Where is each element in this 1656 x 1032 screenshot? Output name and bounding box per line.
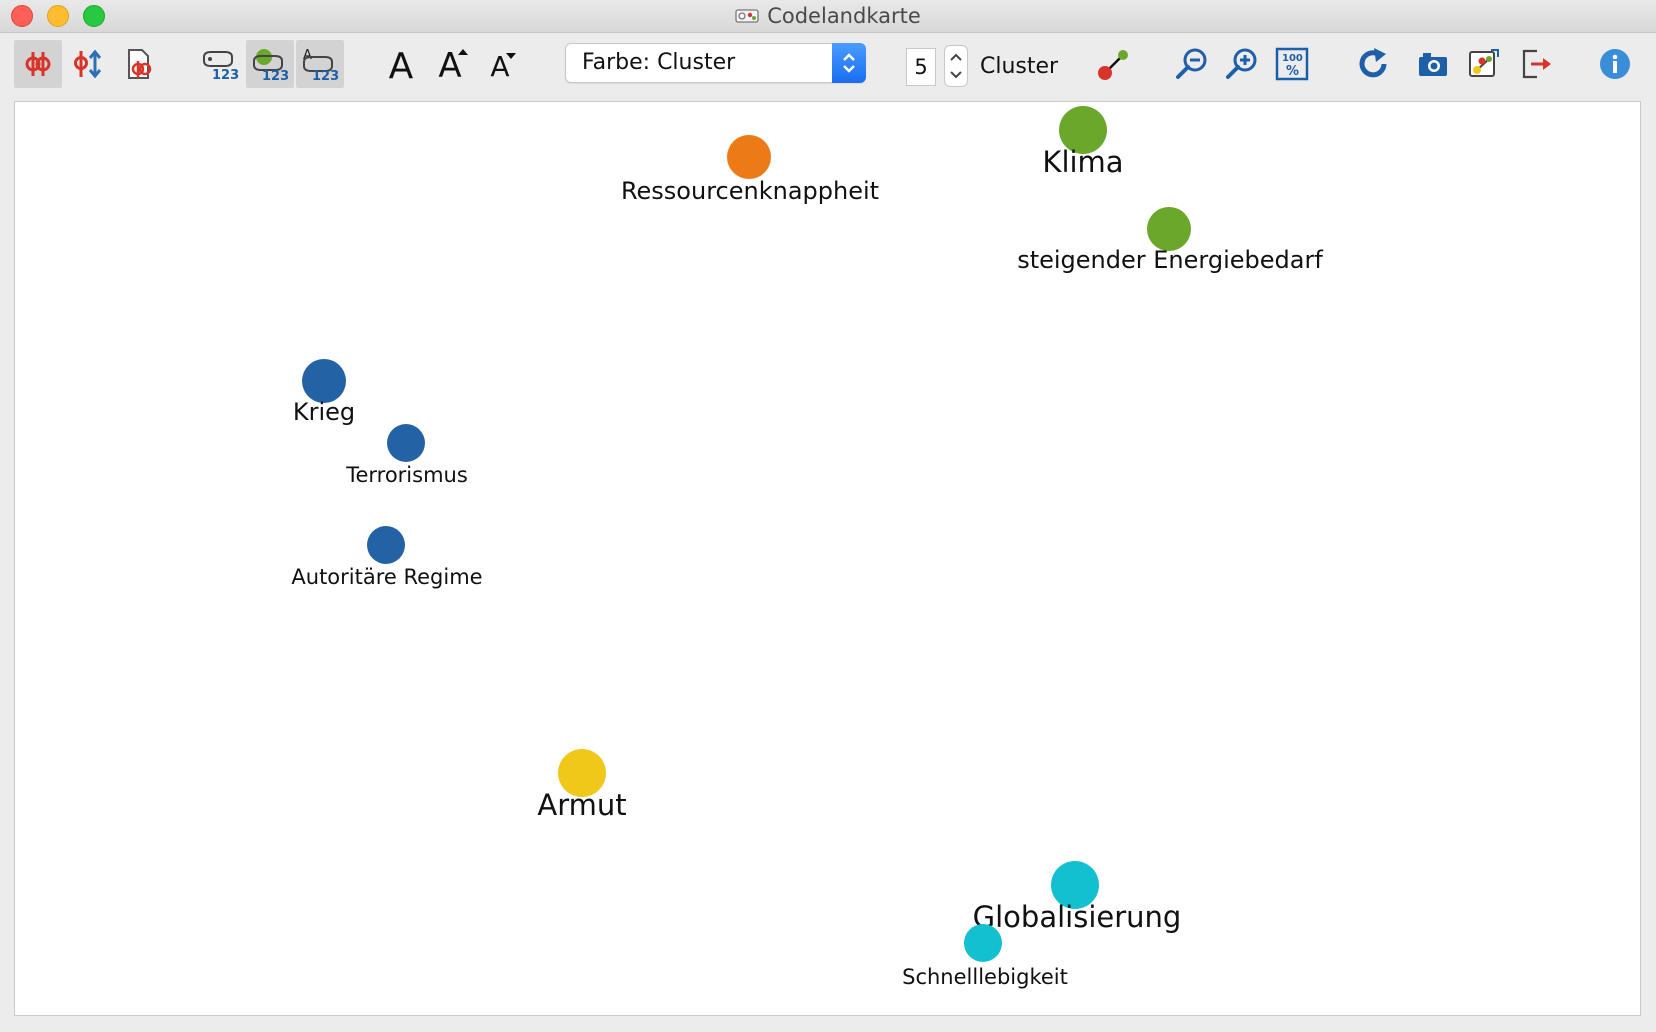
- code-node-marker[interactable]: [1051, 861, 1099, 909]
- code-node-marker[interactable]: [1059, 106, 1107, 154]
- close-window-button[interactable]: [11, 5, 33, 27]
- code-frequency-button[interactable]: 123: [196, 40, 244, 88]
- font-increase-icon: A: [438, 46, 462, 86]
- stepper-icon: [950, 53, 962, 79]
- svg-text:123: 123: [212, 68, 239, 81]
- document-codes-icon: [128, 49, 152, 79]
- font-decrease-button[interactable]: A: [482, 43, 518, 89]
- exit-icon: [1522, 49, 1551, 79]
- font-increase-button[interactable]: A: [432, 43, 468, 89]
- font-reset-icon: A: [388, 45, 414, 87]
- svg-text:123: 123: [262, 69, 289, 81]
- zoom-in-icon: [1226, 48, 1257, 79]
- link-nodes-icon: [1098, 50, 1128, 80]
- label-frequency-icon: A 123: [303, 48, 339, 81]
- code-node-marker[interactable]: [1147, 207, 1191, 251]
- code-node-label[interactable]: Terrorismus: [345, 463, 468, 487]
- code-node-marker[interactable]: [727, 135, 771, 179]
- sort-button[interactable]: [63, 40, 111, 88]
- font-reset-button[interactable]: A: [384, 43, 418, 89]
- select-arrows-icon[interactable]: [832, 43, 866, 83]
- zoom-in-button[interactable]: [1218, 40, 1266, 88]
- window-title-area: Codelandkarte: [0, 0, 1656, 32]
- toolbar: 123 123 A 123 A A A: [0, 33, 1656, 99]
- zoom-out-button[interactable]: [1168, 40, 1216, 88]
- code-map-canvas[interactable]: Ressourcenknappheit Klima steigender Energ…: [14, 101, 1641, 1016]
- code-frequency-icon: 123: [203, 51, 239, 81]
- code-node-label[interactable]: Ressourcenknappheit: [621, 177, 879, 205]
- info-icon: [1600, 49, 1630, 79]
- refresh-button[interactable]: [1350, 40, 1398, 88]
- info-button[interactable]: [1591, 40, 1639, 88]
- window-title: Codelandkarte: [767, 4, 921, 28]
- code-node-marker[interactable]: [302, 359, 346, 403]
- code-node-label[interactable]: Globalisierung: [973, 900, 1182, 934]
- code-node-label[interactable]: Schnelllebigkeit: [902, 965, 1068, 989]
- code-node-label[interactable]: steigender Energiebedarf: [1017, 246, 1323, 274]
- link-nodes-button[interactable]: [1090, 40, 1138, 88]
- export-map-button[interactable]: [1460, 40, 1508, 88]
- code-map-icon: [735, 9, 759, 23]
- maximize-window-button[interactable]: [83, 5, 105, 27]
- code-node-marker[interactable]: [964, 924, 1002, 962]
- camera-icon: [1419, 53, 1447, 76]
- svg-text:A: A: [303, 48, 312, 63]
- connection-lines-button[interactable]: [14, 40, 62, 88]
- font-decrease-icon: A: [490, 49, 510, 83]
- code-node-marker[interactable]: [558, 749, 606, 797]
- sort-arrows-icon: [74, 49, 102, 79]
- screenshot-button[interactable]: [1409, 40, 1457, 88]
- title-bar[interactable]: Codelandkarte: [0, 0, 1656, 33]
- color-mode-select[interactable]: Farbe: Cluster: [565, 43, 866, 83]
- cluster-stepper[interactable]: [944, 45, 968, 87]
- connection-lines-icon: [25, 52, 51, 76]
- minimize-window-button[interactable]: [47, 5, 69, 27]
- document-codes-button[interactable]: [115, 40, 163, 88]
- code-node-label[interactable]: Armut: [537, 788, 626, 822]
- label-frequency-button[interactable]: A 123: [296, 40, 344, 88]
- svg-text:100: 100: [1282, 53, 1303, 64]
- cluster-label: Cluster: [980, 54, 1059, 79]
- code-map[interactable]: Ressourcenknappheit Klima steigender Energ…: [15, 102, 1640, 1015]
- code-node-label[interactable]: Krieg: [293, 398, 355, 426]
- cluster-frequency-icon: 123: [253, 49, 289, 81]
- caret-up-icon: [458, 49, 468, 55]
- export-map-icon: [1469, 49, 1499, 77]
- code-node-marker[interactable]: [387, 424, 425, 462]
- code-node-marker[interactable]: [367, 526, 405, 564]
- caret-down-icon: [506, 53, 516, 59]
- cluster-frequency-button[interactable]: 123: [246, 40, 294, 88]
- zoom-100-icon: 100 %: [1275, 47, 1309, 81]
- refresh-icon: [1359, 48, 1387, 78]
- exit-button[interactable]: [1512, 40, 1560, 88]
- svg-text:%: %: [1286, 64, 1299, 79]
- zoom-out-icon: [1176, 48, 1207, 79]
- svg-text:123: 123: [312, 69, 339, 81]
- color-mode-value: Farbe: Cluster: [582, 50, 736, 75]
- zoom-100-button[interactable]: 100 %: [1268, 40, 1316, 88]
- code-node-label[interactable]: Klima: [1042, 145, 1123, 179]
- cluster-count-field[interactable]: 5: [906, 48, 936, 86]
- code-node-label[interactable]: Autoritäre Regime: [291, 565, 482, 589]
